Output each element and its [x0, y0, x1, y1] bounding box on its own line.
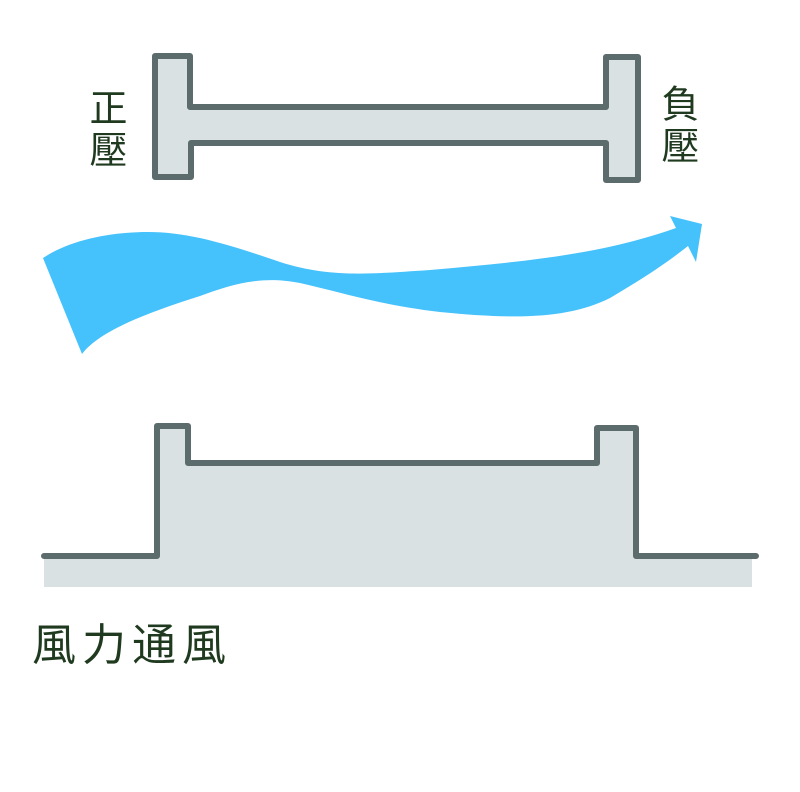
building-section-fill: [157, 426, 636, 557]
positive-pressure-label: 正壓: [83, 88, 127, 172]
building-section-outline: [41, 423, 759, 559]
wind-arrow: [43, 216, 702, 354]
ground: [44, 557, 752, 587]
negative-pressure-label: 負壓: [655, 84, 699, 168]
diagram-caption: 風力通風: [32, 620, 232, 671]
plan-view-wall: [152, 53, 641, 183]
